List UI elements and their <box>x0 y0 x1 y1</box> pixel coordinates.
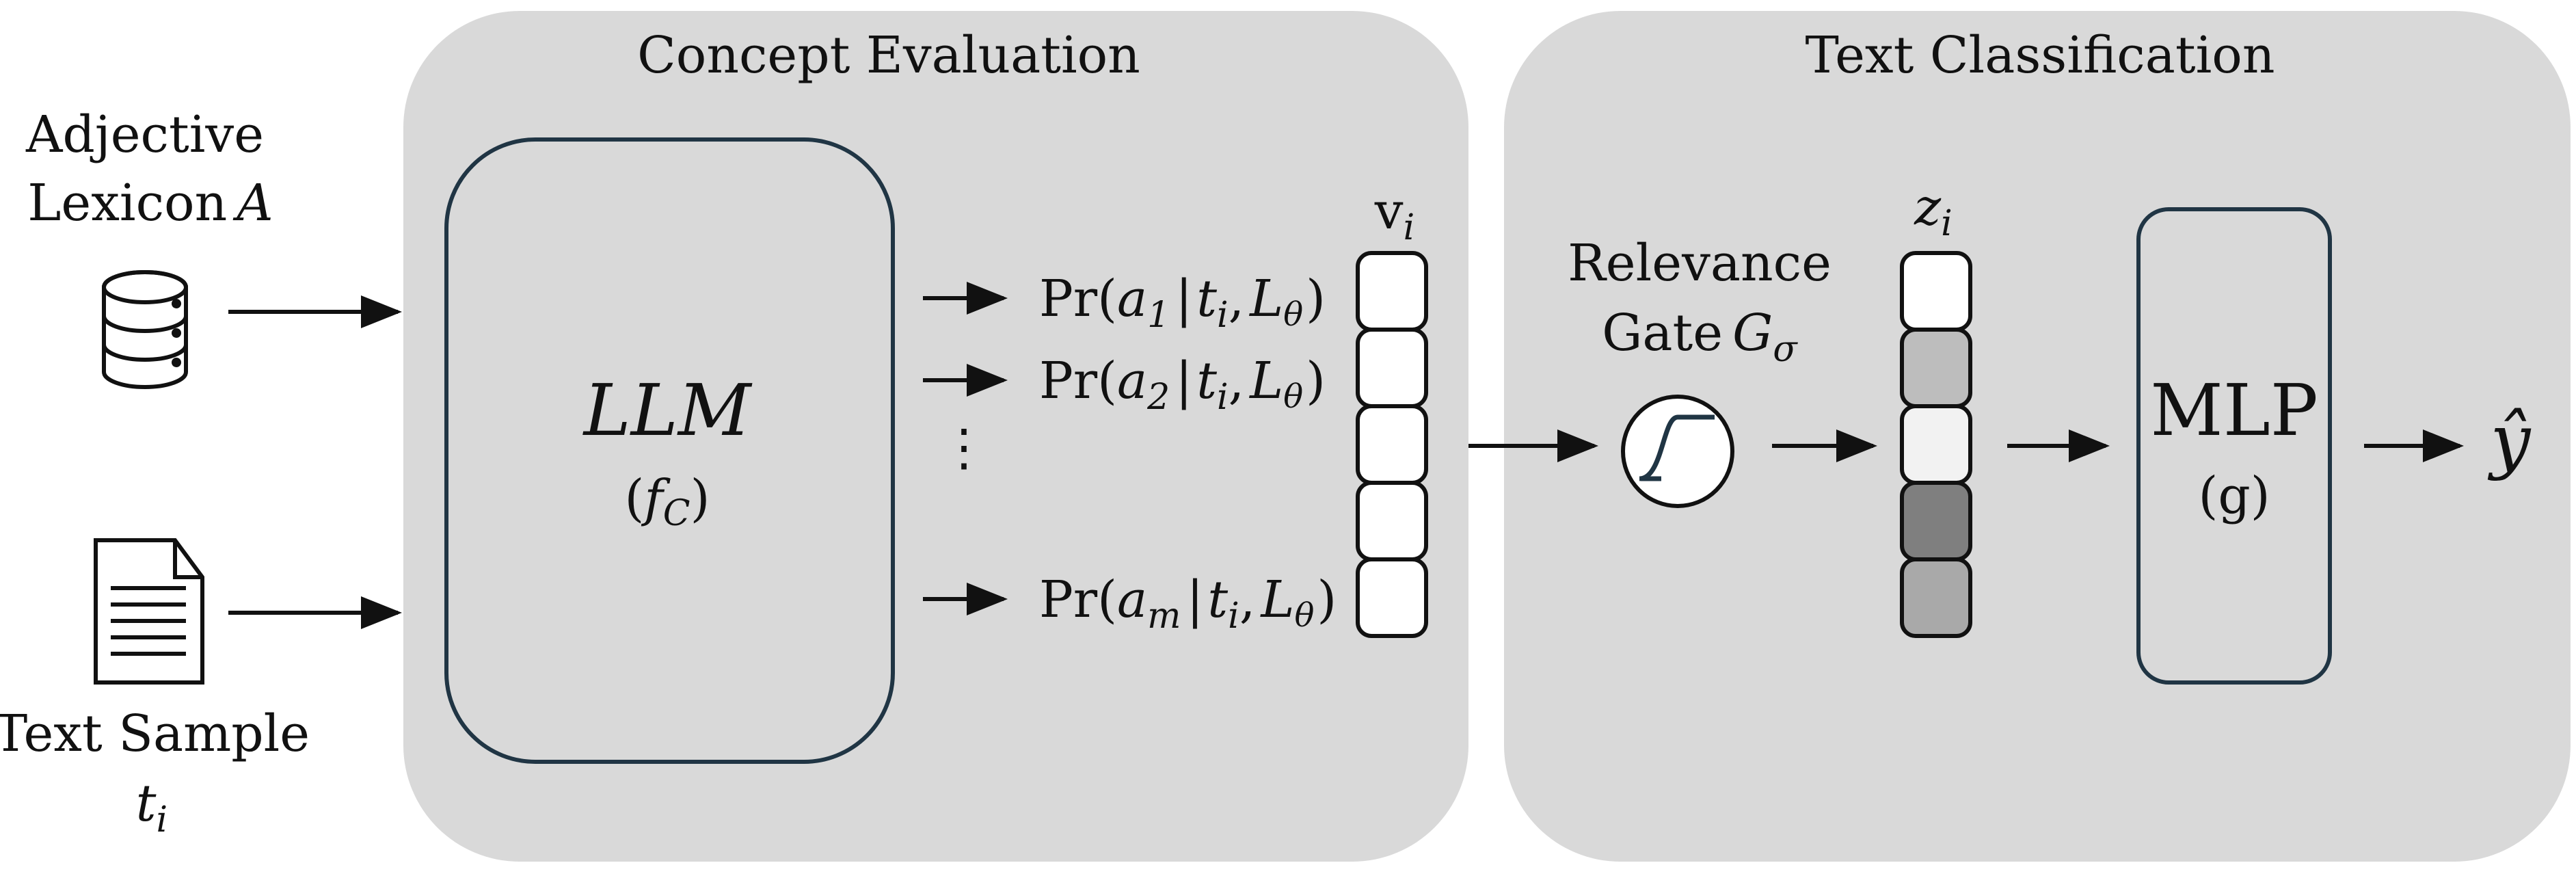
llm-func-close: ) <box>690 469 710 528</box>
prob-var: a <box>1117 351 1147 410</box>
prob-model-sub: θ <box>1283 377 1303 416</box>
vector-z-cell <box>1900 557 1972 638</box>
prob-model-sub: θ <box>1283 295 1303 334</box>
gate-label-word: Gate <box>1602 304 1723 362</box>
probability-label: Pr(a2|ti,Lθ) <box>1039 351 1326 418</box>
prob-var-sub: 2 <box>1146 377 1170 418</box>
prob-close: ) <box>1306 269 1326 328</box>
prob-comma: , <box>1239 570 1256 629</box>
probability-label: Pr(am|ti,Lθ) <box>1039 570 1337 637</box>
llm-box <box>444 137 895 764</box>
text-sample-symbol: ti <box>136 774 167 840</box>
prob-comma: , <box>1229 269 1245 328</box>
prob-given-sub: i <box>1228 596 1239 637</box>
mlp-function: (g) <box>2198 466 2270 525</box>
vector-z-cell <box>1900 251 1972 332</box>
lexicon-label-word: Lexicon <box>27 174 227 233</box>
mlp-box <box>2136 207 2332 685</box>
gate-label-line1: Relevance <box>1568 234 1832 293</box>
text-sample-sub: i <box>157 799 168 840</box>
prob-model: L <box>1248 269 1283 328</box>
probability-rows: Pr(a1|ti,Lθ)Pr(a2|ti,Lθ)Pr(am|ti,Lθ) <box>923 269 1337 637</box>
vector-v <box>1356 251 1428 638</box>
vertical-ellipsis: ⋮ <box>939 419 989 477</box>
prob-close: ) <box>1317 570 1337 629</box>
mlp-func-open: ( <box>2198 466 2218 525</box>
vector-v-cell <box>1356 481 1428 561</box>
llm-func-sub: C <box>663 493 690 534</box>
prob-var: a <box>1117 269 1147 328</box>
sigmoid-icon <box>1621 395 1734 508</box>
vector-z-cell <box>1900 481 1972 561</box>
prob-prefix: Pr( <box>1039 570 1117 629</box>
vector-z-symbol: z <box>1914 178 1942 237</box>
prob-var-sub: m <box>1147 596 1181 637</box>
prob-prefix: Pr( <box>1039 351 1117 410</box>
database-icon <box>102 270 188 389</box>
vector-z-sub: i <box>1941 203 1953 244</box>
llm-func-open: ( <box>625 469 645 528</box>
vector-v-cell <box>1356 251 1428 332</box>
prob-model-sub: θ <box>1294 596 1314 635</box>
concept-evaluation-title: Concept Evaluation <box>637 26 1140 85</box>
mlp-func-close: ) <box>2251 466 2270 525</box>
vector-v-cell <box>1356 328 1428 408</box>
vector-z-cell <box>1900 328 1972 408</box>
prob-given-sub: i <box>1217 377 1229 418</box>
prob-given: t <box>1196 269 1217 328</box>
vector-z-cell <box>1900 404 1972 485</box>
lexicon-symbol: A <box>232 174 273 233</box>
prob-prefix: Pr( <box>1039 269 1117 328</box>
prob-bar: | <box>1175 351 1192 410</box>
prob-model: L <box>1259 570 1294 629</box>
lexicon-label-line1: Adjective <box>25 105 264 164</box>
prob-given: t <box>1207 570 1228 629</box>
llm-name: LLM <box>582 369 753 452</box>
gate-sub: σ <box>1773 329 1798 370</box>
document-icon <box>94 538 204 685</box>
prob-model: L <box>1248 351 1283 410</box>
vector-v-label: vi <box>1374 182 1414 248</box>
output-symbol: ŷ <box>2488 399 2532 482</box>
prob-bar: | <box>1175 269 1192 328</box>
vector-z <box>1900 251 1972 638</box>
gate-symbol: G <box>1732 304 1773 362</box>
text-sample-var: t <box>136 774 157 833</box>
prob-given: t <box>1196 351 1217 410</box>
vector-v-cell <box>1356 404 1428 485</box>
prob-comma: , <box>1229 351 1245 410</box>
vector-v-sub: i <box>1404 207 1415 248</box>
prob-given-sub: i <box>1217 295 1229 336</box>
text-classification-title: Text Classification <box>1806 26 2275 85</box>
vector-v-symbol: v <box>1374 182 1404 241</box>
text-sample-label: Text Sample <box>0 704 310 763</box>
vector-z-label: zi <box>1914 178 1953 244</box>
prob-var-sub: 1 <box>1147 295 1170 336</box>
mlp-name: MLP <box>2150 369 2318 452</box>
prob-bar: | <box>1186 570 1203 629</box>
mlp-func-name: g <box>2218 466 2250 525</box>
prob-var: a <box>1117 570 1147 629</box>
llm-function: (fC) <box>625 469 710 534</box>
probability-label: Pr(a1|ti,Lθ) <box>1039 269 1326 336</box>
vector-v-cell <box>1356 557 1428 638</box>
prob-close: ) <box>1306 351 1326 410</box>
